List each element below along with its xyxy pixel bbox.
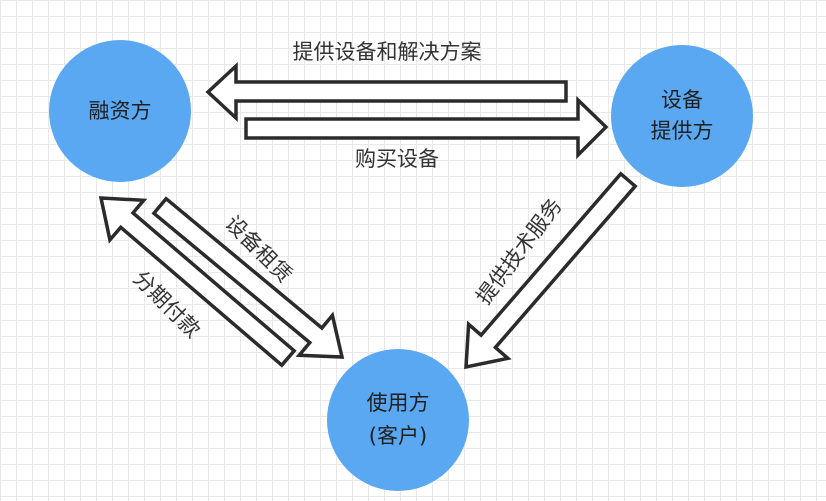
arrow-supplier-to-customer (464, 171, 638, 370)
supplier-label-line1: 设备 (661, 88, 703, 112)
label-supplier-to-financier: 提供设备和解决方案 (293, 40, 482, 64)
supplier-label-line2: 提供方 (651, 119, 714, 143)
supplier-node (611, 45, 753, 187)
customer-label-line2: (客户) (369, 424, 427, 448)
customer-label-line1: 使用方 (367, 391, 430, 415)
arrow-financier-to-supplier (244, 95, 609, 160)
customer-node (327, 349, 469, 491)
financier-label: 融资方 (89, 99, 152, 123)
financier-node (49, 40, 191, 182)
arrow-customer-to-financier (98, 196, 297, 368)
arrow-financier-to-customer (151, 196, 345, 359)
label-financier-to-supplier: 购买设备 (355, 147, 439, 171)
arrow-supplier-to-financier (205, 61, 568, 123)
